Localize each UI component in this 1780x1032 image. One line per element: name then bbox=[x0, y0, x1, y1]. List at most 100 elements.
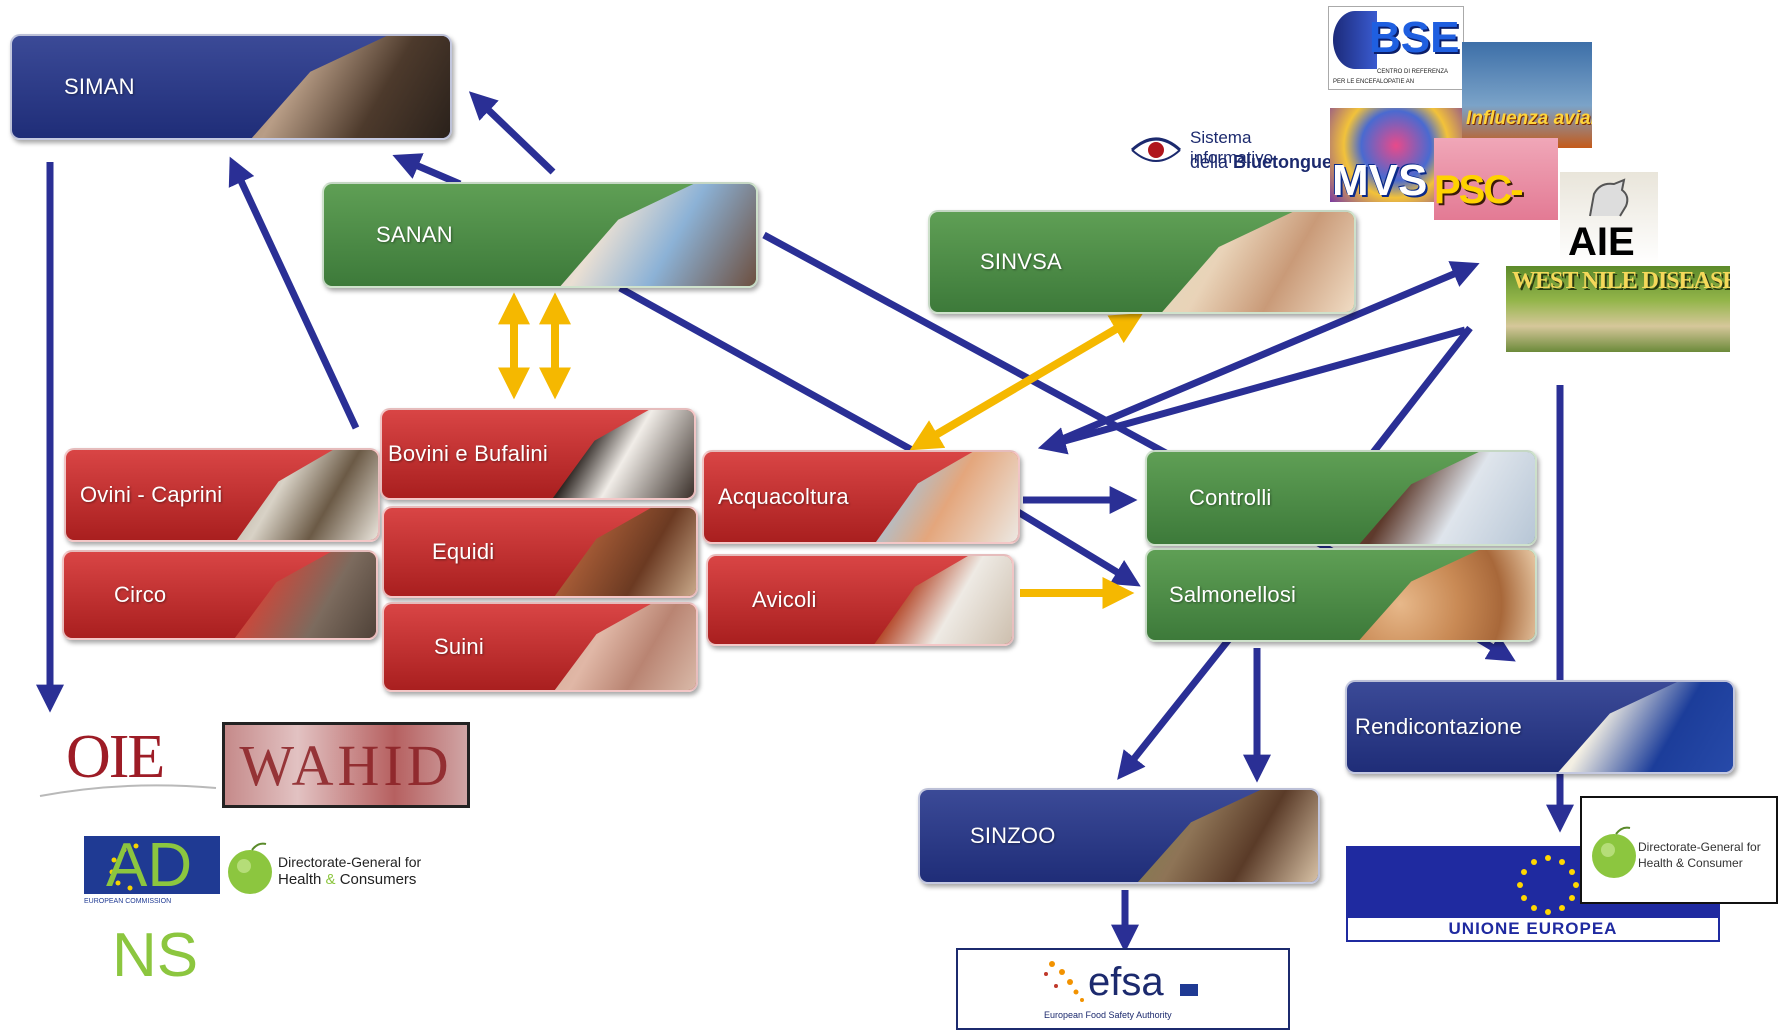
bse-sub1: CENTRO DI REFERENZA bbox=[1377, 69, 1449, 75]
bovini-bufalini-box[interactable]: Bovini e Bufalini bbox=[380, 408, 696, 500]
bluetongue-line2: della Bluetongue bbox=[1190, 152, 1332, 173]
sinzoo-box[interactable]: SINZOO bbox=[918, 788, 1320, 884]
salmonellosi-label: Salmonellosi bbox=[1169, 582, 1297, 607]
equidi-label: Equidi bbox=[432, 539, 495, 564]
adns-bottom-text: NS bbox=[112, 921, 199, 990]
pig-photo bbox=[554, 604, 696, 690]
bluetongue-line1: Sistema informativo bbox=[1190, 128, 1274, 167]
dg-health-consumer-logo-2: Directorate-General for Health & Consume… bbox=[1580, 796, 1778, 904]
horse-silhouette-icon bbox=[1589, 178, 1629, 217]
sinvsa-box[interactable]: SINVSA bbox=[928, 210, 1356, 314]
arrow-sanan-to-siman bbox=[468, 91, 556, 175]
dg-line2a: Health bbox=[278, 871, 326, 888]
child-photo bbox=[1162, 212, 1354, 312]
efsa-wordmark: efsa bbox=[1088, 960, 1164, 1004]
oie-swoosh-icon bbox=[39, 784, 217, 797]
arrow-ovini-to-siman bbox=[228, 156, 360, 430]
dg-line2: Health & Consumers bbox=[278, 871, 416, 888]
bluetongue-eye-icon bbox=[1130, 137, 1182, 162]
horse-head-photo bbox=[554, 508, 696, 596]
circo-label: Circo bbox=[114, 582, 167, 607]
efsa-dots-icon bbox=[1044, 961, 1084, 1002]
bluetongue-line2b: Bluetongue bbox=[1233, 152, 1333, 172]
influenza-wordmark: Influenza aviare bbox=[1466, 108, 1592, 129]
eggs-photo bbox=[1359, 550, 1535, 640]
checklist-photo bbox=[1359, 452, 1535, 544]
mvs-wordmark: MVS bbox=[1332, 156, 1428, 202]
adns-logo: AD EUROPEAN COMMISSION NS bbox=[84, 831, 220, 996]
aie-wordmark: AIE bbox=[1568, 220, 1635, 264]
influenza-aviare-logo: Influenza aviare bbox=[1462, 42, 1592, 148]
arrow-acquacoltura-to-salmonellosi bbox=[1016, 509, 1141, 587]
ue-caption-strip: UNIONE EUROPEA bbox=[1348, 918, 1718, 940]
arrow-sinvsa-to-acquacoltura bbox=[1037, 326, 1466, 455]
wahid-wordmark: WAHID bbox=[239, 732, 453, 798]
equidi-box[interactable]: Equidi bbox=[382, 506, 698, 598]
siman-box[interactable]: SIMAN bbox=[10, 34, 452, 140]
fish-photo bbox=[875, 452, 1018, 542]
bluetongue-logo: Sistema informativo della Bluetongue bbox=[1130, 124, 1332, 184]
sinzoo-label: SINZOO bbox=[970, 823, 1056, 848]
rendicontazione-label: Rendicontazione bbox=[1355, 714, 1522, 739]
efsa-sub: European Food Safety Authority bbox=[1044, 1010, 1172, 1020]
siman-label: SIMAN bbox=[64, 74, 135, 99]
acquacoltura-box[interactable]: Acquacoltura bbox=[702, 450, 1020, 544]
dg-line1: Directorate-General for bbox=[278, 854, 422, 870]
bse-emblem-icon bbox=[1333, 11, 1377, 69]
westnile-wordmark: WEST NILE DISEASE bbox=[1512, 268, 1730, 294]
apple-icon-2 bbox=[1592, 826, 1636, 878]
bovini-bufalini-label: Bovini e Bufalini bbox=[388, 441, 548, 466]
circo-box[interactable]: Circo bbox=[62, 550, 378, 640]
arrow-sanan-to-siman-2 bbox=[392, 153, 462, 188]
arrow-sanan-to-acquacoltura bbox=[618, 284, 914, 454]
circus-photo bbox=[234, 552, 376, 638]
bse-sub2: PER LE ENCEFALOPATIE AN bbox=[1333, 79, 1415, 85]
livestock-photo bbox=[251, 36, 450, 138]
controlli-label: Controlli bbox=[1189, 485, 1272, 510]
oie-wordmark: OIE bbox=[66, 723, 165, 791]
rendicontazione-box[interactable]: Rendicontazione bbox=[1345, 680, 1735, 774]
poultry-photo bbox=[874, 556, 1012, 644]
wahid-logo: WAHID bbox=[222, 722, 470, 808]
sanan-box[interactable]: SANAN bbox=[322, 182, 758, 288]
arrow-salmonellosi-to-sinzoo bbox=[1117, 635, 1233, 780]
veterinary-photo bbox=[560, 184, 756, 286]
eu-mini-flag-icon bbox=[1180, 984, 1198, 996]
psc-psa-logo: PSC-PSA bbox=[1434, 138, 1558, 220]
goats-photo bbox=[236, 450, 378, 540]
bluetongue-line2a: della bbox=[1190, 152, 1234, 172]
acquacoltura-label: Acquacoltura bbox=[718, 484, 849, 509]
eu-flag-icon bbox=[84, 836, 220, 894]
aie-logo: AIE bbox=[1560, 172, 1658, 264]
eu-flag-photo bbox=[1558, 682, 1733, 772]
apple-icon bbox=[228, 842, 272, 894]
controlli-box[interactable]: Controlli bbox=[1145, 450, 1537, 546]
dg-line2b: Consumers bbox=[335, 871, 417, 888]
avicoli-label: Avicoli bbox=[752, 587, 817, 612]
dg2-line2: Health & Consumer bbox=[1638, 856, 1743, 870]
avicoli-box[interactable]: Avicoli bbox=[706, 554, 1014, 646]
adns-commission-text: EUROPEAN COMMISSION bbox=[84, 898, 172, 905]
suini-box[interactable]: Suini bbox=[382, 602, 698, 692]
west-nile-logo: WEST NILE DISEASE bbox=[1506, 266, 1730, 352]
ovini-caprini-label: Ovini - Caprini bbox=[80, 482, 223, 507]
dg2-line1: Directorate-General for bbox=[1638, 840, 1761, 854]
dg-amp: & bbox=[325, 871, 336, 888]
arrow-sinvsa-acquacoltura-bidirectional bbox=[909, 313, 1144, 451]
eu-stars-circle-icon bbox=[1517, 855, 1579, 915]
bse-logo: BSE CENTRO DI REFERENZA PER LE ENCEFALOP… bbox=[1328, 6, 1464, 90]
ovini-caprini-box[interactable]: Ovini - Caprini bbox=[64, 448, 380, 542]
horse-photo bbox=[1137, 790, 1318, 882]
ue-wordmark: UNIONE EUROPEA bbox=[1448, 919, 1618, 938]
psc-wordmark: PSC-PSA bbox=[1434, 168, 1524, 220]
sinvsa-label: SINVSA bbox=[980, 249, 1062, 274]
salmonellosi-box[interactable]: Salmonellosi bbox=[1145, 548, 1537, 642]
oie-logo: OIE bbox=[36, 722, 220, 802]
bse-wordmark: BSE bbox=[1369, 13, 1460, 62]
adns-top-text: AD bbox=[106, 831, 193, 900]
sanan-label: SANAN bbox=[376, 222, 453, 247]
eu-stars-icon bbox=[109, 843, 139, 891]
efsa-logo: efsa European Food Safety Authority bbox=[956, 948, 1290, 1030]
dg-health-consumers-logo: Directorate-General for Health & Consume… bbox=[224, 840, 454, 900]
suini-label: Suini bbox=[434, 634, 484, 659]
